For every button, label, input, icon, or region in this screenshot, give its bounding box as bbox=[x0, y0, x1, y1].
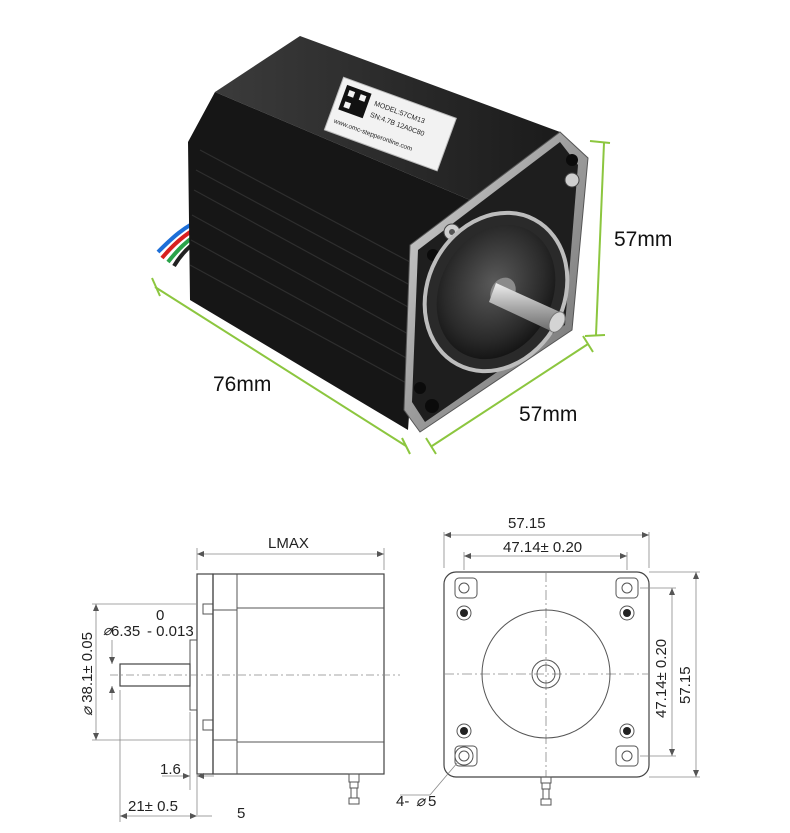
motor-body-side bbox=[188, 92, 470, 430]
flange-thk-label: 1.6 bbox=[160, 761, 181, 778]
hole-count-label: 4- bbox=[396, 793, 409, 810]
pilot-dia-label: ⌀ 38.1± 0.05 bbox=[79, 632, 96, 716]
motor-shaft bbox=[489, 283, 566, 333]
overall-width-label: 57.15 bbox=[508, 515, 546, 532]
front-pilot-circle bbox=[481, 609, 611, 739]
side-view-drawing: LMAX ⌀ 6.35 0 - 0.013 ⌀ 38.1± 0.05 bbox=[79, 535, 400, 822]
diameter-symbol-icon: ⌀ bbox=[103, 622, 113, 638]
diameter-symbol-icon: ⌀ bbox=[79, 703, 96, 716]
lmax-label: LMAX bbox=[268, 535, 309, 552]
dim-length-line bbox=[151, 277, 411, 455]
shaft-len-label: 21± 0.5 bbox=[128, 798, 178, 815]
hole-dia-label: 5 bbox=[428, 793, 436, 810]
front-view-drawing: 57.15 47.14± 0.20 bbox=[396, 515, 700, 810]
shaft-tol-bottom: - 0.013 bbox=[147, 623, 194, 640]
dim-width-label: 57mm bbox=[519, 403, 577, 426]
side-body bbox=[212, 573, 385, 775]
dim-height-label: 57mm bbox=[614, 228, 672, 251]
overall-height-label: 57.15 bbox=[677, 666, 694, 704]
shaft-tol-top: 0 bbox=[156, 607, 164, 624]
qr-code-icon bbox=[338, 84, 372, 119]
dim-width-line bbox=[425, 335, 594, 455]
diameter-symbol-icon: ⌀ bbox=[416, 793, 427, 810]
dim-length-label: 76mm bbox=[213, 373, 271, 396]
dim-height-line bbox=[584, 140, 611, 337]
hole-spacing-h-label: 47.14± 0.20 bbox=[653, 639, 670, 718]
boss-len-label: 5 bbox=[237, 805, 245, 822]
motor-label: MODEL:57CM13 SN:4.7B 12A0C80 www.omc-ste… bbox=[323, 76, 457, 172]
motor-photo: MODEL:57CM13 SN:4.7B 12A0C80 www.omc-ste… bbox=[151, 36, 672, 455]
shaft-dia-label: 6.35 bbox=[111, 623, 140, 640]
hole-spacing-w-label: 47.14± 0.20 bbox=[503, 539, 582, 556]
front-mount-holes bbox=[454, 577, 639, 767]
